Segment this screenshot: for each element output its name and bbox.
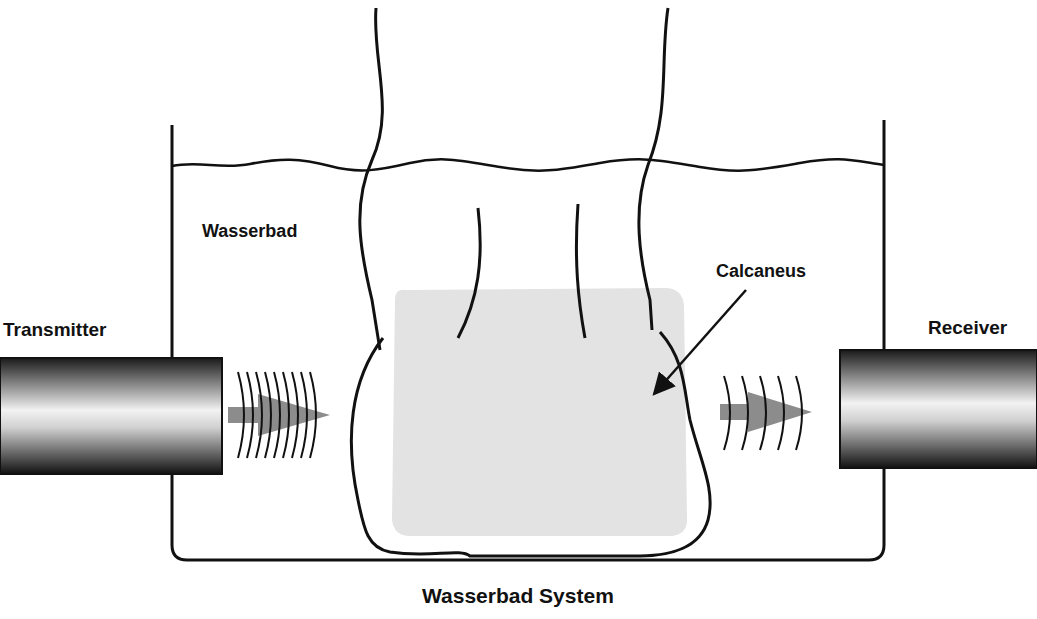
wave-front (760, 376, 766, 450)
ultrasound-waves (238, 372, 802, 458)
ankle-line (458, 208, 480, 338)
wave-front (283, 372, 289, 458)
water-surface (172, 159, 884, 170)
leader-line (654, 290, 746, 394)
leg-outline (360, 8, 383, 350)
wave-front (247, 372, 253, 458)
ankle-line (576, 204, 585, 338)
water-bath-wall (172, 120, 884, 560)
probe-label: Receiver (928, 318, 1007, 339)
part-label: Calcaneus (716, 262, 806, 282)
figure-caption: Wasserbad System (422, 584, 614, 607)
probe-label: Transmitter (3, 320, 106, 341)
leg-outline (639, 8, 668, 330)
wave-front (274, 372, 280, 458)
transmitter-probe (0, 358, 222, 474)
medium-label: Wasserbad (202, 222, 297, 242)
wave-front (265, 372, 271, 458)
wave-front (301, 372, 307, 458)
foot-outline (351, 332, 710, 556)
wave-front (796, 376, 802, 450)
wave-front (310, 372, 316, 458)
calcaneus-bone (392, 288, 687, 536)
receiver-probe (840, 350, 1037, 468)
wave-front (742, 376, 748, 450)
wave-front (238, 372, 244, 458)
wave-front (256, 372, 262, 458)
wave-front (292, 372, 298, 458)
wave-front (724, 376, 730, 450)
wave-front (778, 376, 784, 450)
